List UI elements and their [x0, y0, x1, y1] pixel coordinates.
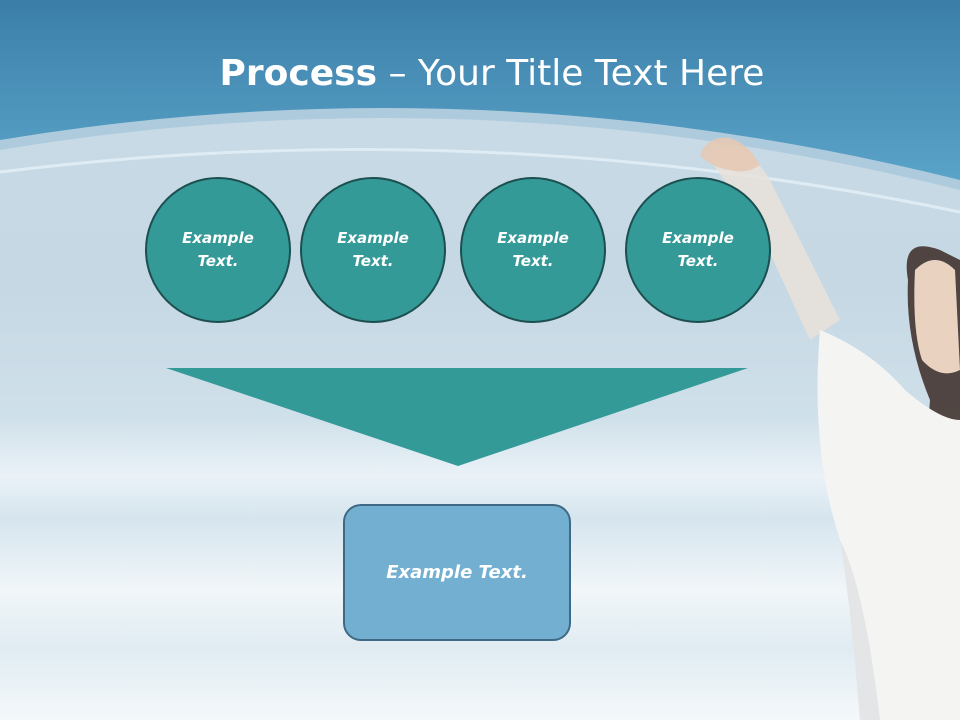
- funnel-shape: [166, 368, 748, 466]
- process-step-label: Example Text.: [497, 229, 569, 270]
- title-rest: – Your Title Text Here: [377, 53, 765, 94]
- title-strong: Process: [219, 53, 378, 94]
- shirt-shadow: [840, 540, 880, 720]
- process-step-circle-3: Example Text.: [460, 177, 606, 323]
- process-step-circle-1: Example Text.: [145, 177, 291, 323]
- header-wave-line: [0, 148, 960, 214]
- woman-photo-illustration: [700, 137, 960, 720]
- process-step-circle-4: Example Text.: [625, 177, 771, 323]
- result-label: Example Text.: [386, 562, 528, 583]
- process-step-label: Example Text.: [337, 229, 409, 270]
- hand: [700, 137, 760, 172]
- header-wave: [0, 0, 960, 180]
- process-step-circle-2: Example Text.: [300, 177, 446, 323]
- result-box: Example Text.: [343, 504, 571, 641]
- process-step-label: Example Text.: [182, 229, 254, 270]
- process-step-label: Example Text.: [662, 229, 734, 270]
- face: [914, 260, 960, 374]
- funnel-triangle-arrow: [166, 368, 748, 466]
- slide-title: Process – Your Title Text Here: [0, 52, 960, 96]
